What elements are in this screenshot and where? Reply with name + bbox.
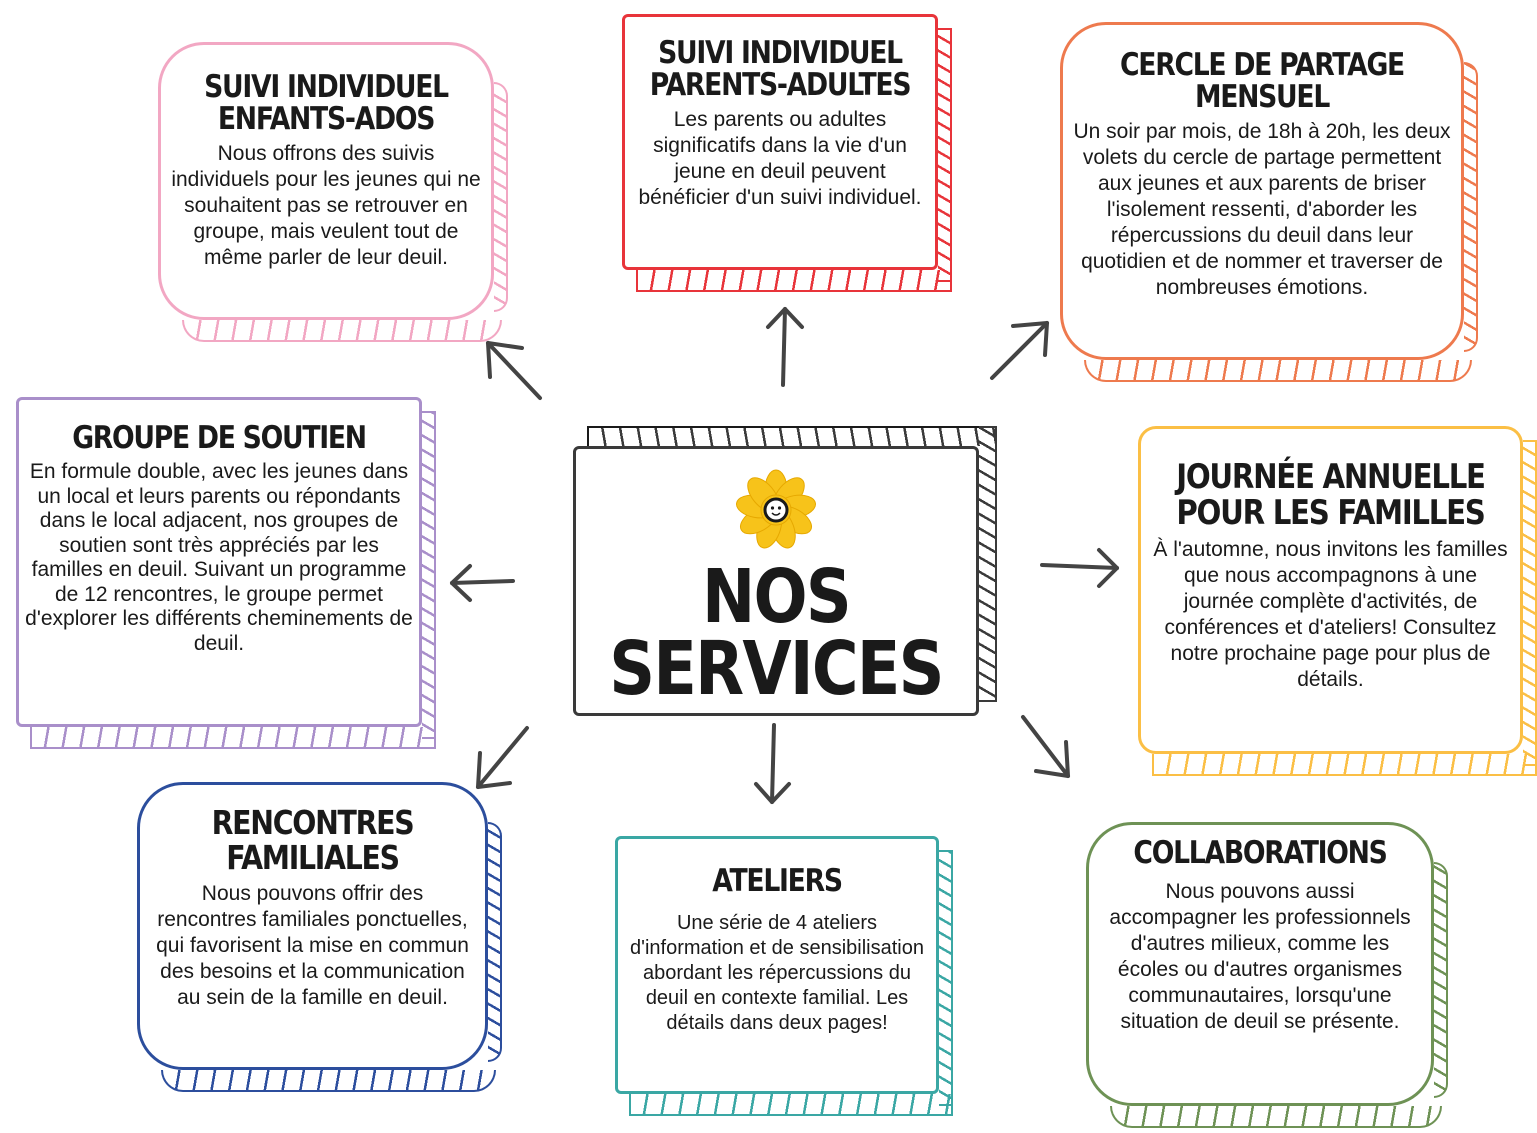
card-journee-annuelle: JOURNÉE ANNUELLE POUR LES FAMILLES À l'a…	[1138, 426, 1537, 776]
arrow-to-collaborations	[1021, 715, 1070, 778]
arrow-to-cercle	[990, 321, 1049, 380]
card-groupe-soutien: GROUPE DE SOUTIEN En formule double, ave…	[16, 397, 436, 749]
card-suivi-parents: SUIVI INDIVIDUEL PARENTS-ADULTES Les par…	[622, 14, 952, 292]
card-text: Un soir par mois, de 18h à 20h, les deux…	[1073, 120, 1451, 299]
arrow-to-suivi-parents	[766, 307, 804, 387]
card-title: COLLABORATIONS	[1133, 835, 1387, 871]
card-text: À l'automne, nous invitons les familles …	[1153, 538, 1508, 691]
card-title: CERCLE DE PARTAGE MENSUEL	[1120, 47, 1405, 115]
card-text: Une série de 4 ateliers d'information et…	[630, 912, 924, 1034]
card-text: Nous pouvons offrir des rencontres famil…	[156, 882, 469, 1009]
arrow-to-suivi-enfants	[486, 341, 542, 400]
card-title: RENCONTRES FAMILIALES	[211, 803, 415, 877]
card-title: SUIVI INDIVIDUEL ENFANTS-ADOS	[204, 69, 449, 137]
card-title: JOURNÉE ANNUELLE POUR LES FAMILLES	[1176, 457, 1486, 533]
arrow-to-journee	[1040, 548, 1119, 588]
card-title: SUIVI INDIVIDUEL PARENTS-ADULTES	[649, 35, 912, 103]
arrow-to-groupe	[450, 564, 515, 602]
sunflower-icon	[736, 469, 816, 549]
card-rencontres-familiales: RENCONTRES FAMILIALES Nous pouvons offri…	[137, 782, 502, 1092]
card-ateliers: ATELIERS Une série de 4 ateliers d'infor…	[615, 836, 953, 1116]
card-text: Nous offrons des suivis individuels pour…	[171, 142, 481, 269]
card-text: En formule double, avec les jeunes dans …	[25, 460, 413, 655]
card-title: ATELIERS	[712, 863, 843, 899]
card-text: Nous pouvons aussi accompagner les profe…	[1109, 880, 1411, 1033]
card-text: Les parents ou adultes significatifs dan…	[638, 108, 922, 209]
card-collaborations: COLLABORATIONS Nous pouvons aussi accomp…	[1086, 822, 1448, 1128]
center-title: NOS SERVICES	[609, 554, 944, 712]
card-cercle-partage: CERCLE DE PARTAGE MENSUEL Un soir par mo…	[1060, 22, 1478, 382]
center-nos-services: NOS SERVICES	[573, 426, 997, 716]
arrow-to-rencontres	[476, 726, 529, 789]
card-suivi-enfants: SUIVI INDIVIDUEL ENFANTS-ADOS Nous offro…	[158, 42, 508, 342]
card-title: GROUPE DE SOUTIEN	[72, 420, 367, 456]
arrow-to-ateliers	[754, 723, 791, 804]
